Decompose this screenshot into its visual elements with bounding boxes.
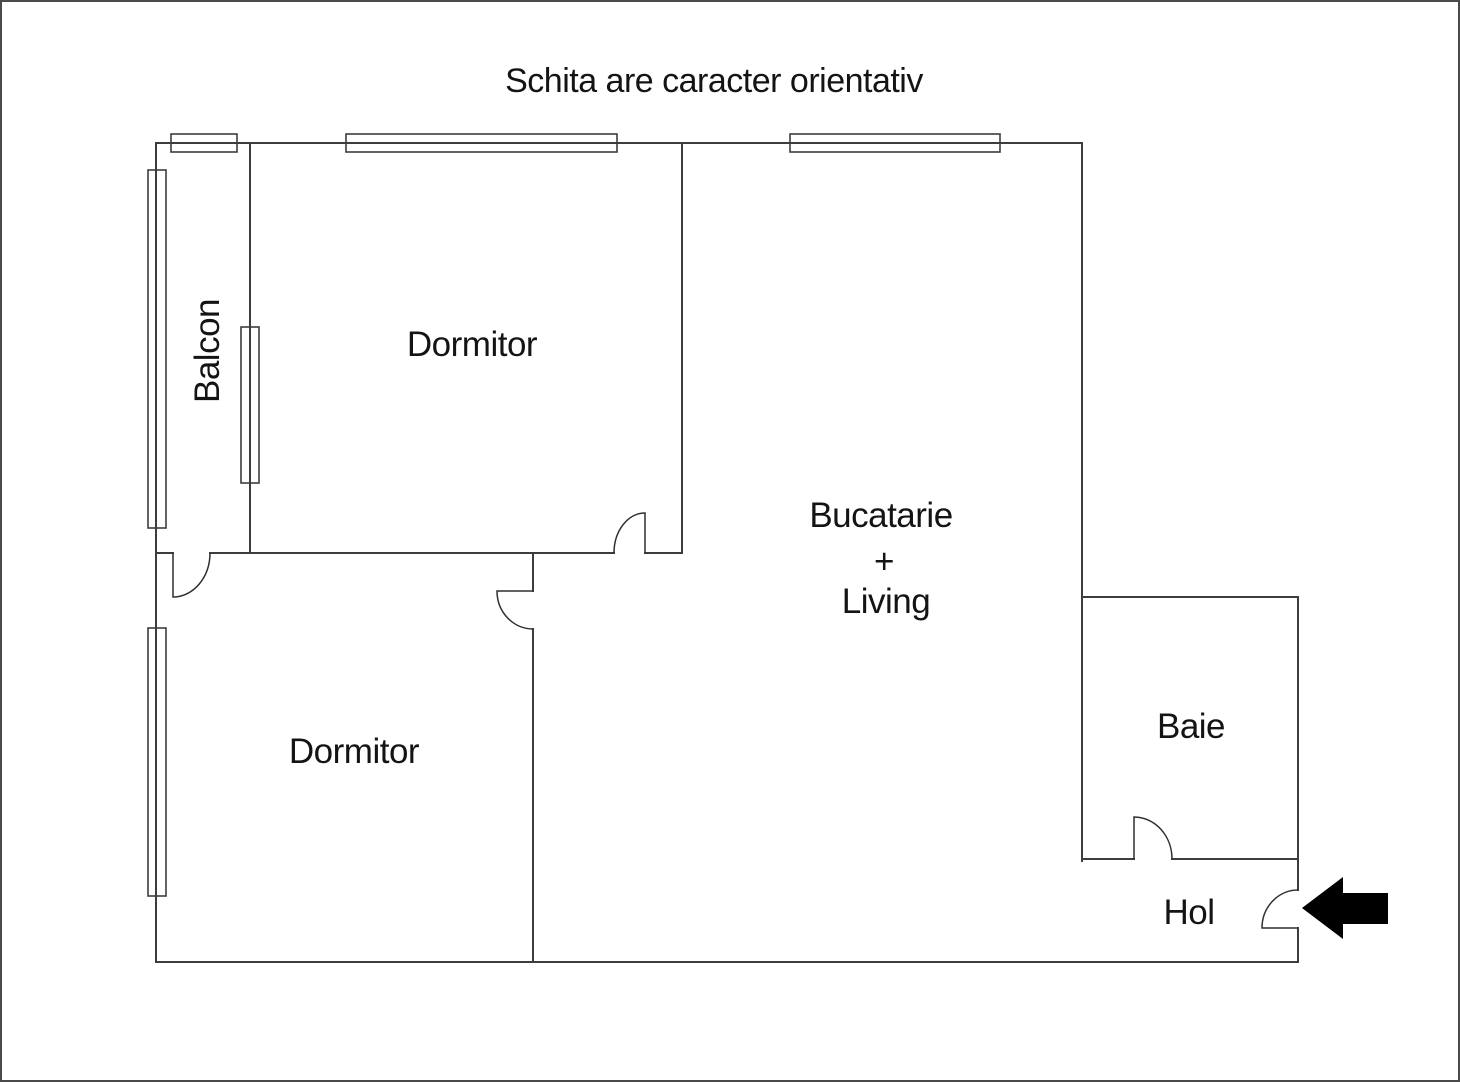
entrance-arrow-icon <box>1302 877 1388 939</box>
window-dormitor-bottom-left <box>147 627 167 897</box>
room-label-balcon: Balcon <box>188 299 227 403</box>
door-entrance <box>1261 889 1299 929</box>
room-label-bucatarie: Bucatarie <box>809 496 952 535</box>
room-label-baie: Baie <box>1157 707 1225 746</box>
room-label-dormitor-top: Dormitor <box>407 325 538 364</box>
window-dormitor-top <box>345 133 618 153</box>
door-dormitor-top <box>613 512 646 554</box>
door-baie <box>1133 816 1173 860</box>
room-label-living: Living <box>842 582 930 621</box>
room-label-dormitor-bottom: Dormitor <box>289 732 420 771</box>
window-kitchen-top <box>789 133 1001 153</box>
window-balcony-separator <box>240 326 260 484</box>
room-label-plus: + <box>874 542 894 581</box>
window-balcony-top <box>170 133 238 153</box>
door-dormitor-bottom <box>496 590 534 630</box>
plan-title: Schita are caracter orientativ <box>505 62 923 100</box>
window-balcony-left <box>147 169 167 529</box>
room-label-hol: Hol <box>1163 893 1214 932</box>
door-balcony <box>172 552 211 598</box>
